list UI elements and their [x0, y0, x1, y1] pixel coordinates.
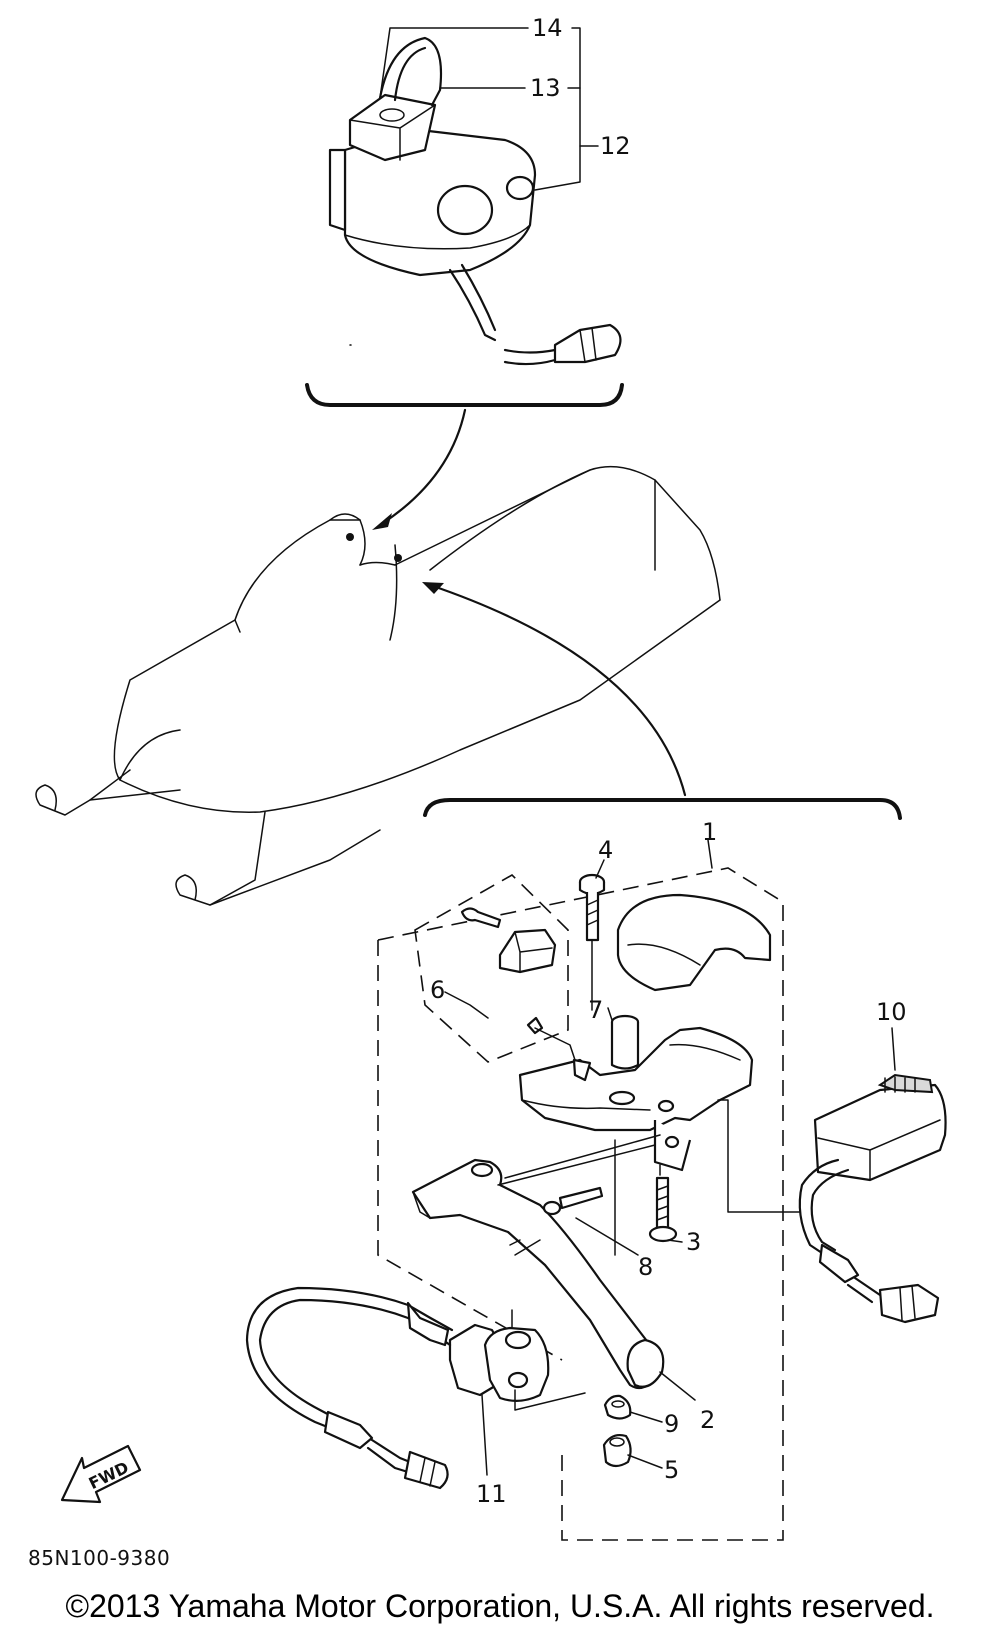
callout-9: 9	[664, 1410, 679, 1438]
bracket-cover-cap	[616, 893, 772, 992]
group-outline-6	[414, 874, 569, 1063]
part-6-knob-set	[460, 907, 557, 1035]
snowmobile-outline	[35, 344, 721, 906]
bottom-assembly-brace	[423, 798, 902, 820]
callout-6: 6	[430, 976, 445, 1004]
callout-11: 11	[476, 1480, 507, 1508]
switch-connector	[553, 323, 622, 364]
diagram-reference-code: 85N100-9380	[28, 1546, 171, 1570]
callout-3: 3	[686, 1228, 701, 1256]
callout-labels: 14 13 12 1 4 6 7 10 3 8 2 9 5 11	[430, 14, 907, 1508]
callout-7: 7	[588, 996, 603, 1024]
callout-2: 2	[700, 1406, 715, 1434]
lever-bracket	[518, 1026, 754, 1172]
part-10-module	[798, 1073, 947, 1324]
part-9-washer	[603, 1394, 632, 1420]
part-11-stop-switch	[245, 1286, 550, 1490]
callout-12: 12	[600, 132, 631, 160]
callout-leaders-top	[379, 27, 599, 191]
callout-1: 1	[702, 818, 717, 846]
callout-4: 4	[598, 836, 613, 864]
switch-housing-assembly	[328, 36, 622, 366]
group-outline-1	[377, 867, 784, 1541]
copyright-notice: ©2013 Yamaha Motor Corporation, U.S.A. A…	[65, 1588, 935, 1624]
top-pointer-arrow	[378, 408, 467, 527]
switch-wire-loop	[378, 36, 443, 107]
callout-5: 5	[664, 1456, 679, 1484]
fwd-arrow-icon	[60, 1444, 142, 1504]
callout-8: 8	[638, 1253, 653, 1281]
fwd-direction-badge: FWD	[60, 1444, 142, 1504]
part-5-nut	[602, 1433, 632, 1468]
part-8-screw	[542, 1186, 604, 1216]
bottom-pointer-arrow	[428, 583, 687, 797]
callout-14: 14	[532, 14, 563, 42]
part-4-bolt	[578, 873, 606, 1011]
callout-leaders-lower	[444, 839, 896, 1476]
part-2-lever	[411, 1158, 665, 1390]
top-assembly-brace	[305, 383, 624, 407]
callout-10: 10	[876, 998, 907, 1026]
part-3-pivot-bolt	[648, 1176, 678, 1243]
callout-13: 13	[530, 74, 561, 102]
switch-cable	[448, 268, 497, 342]
